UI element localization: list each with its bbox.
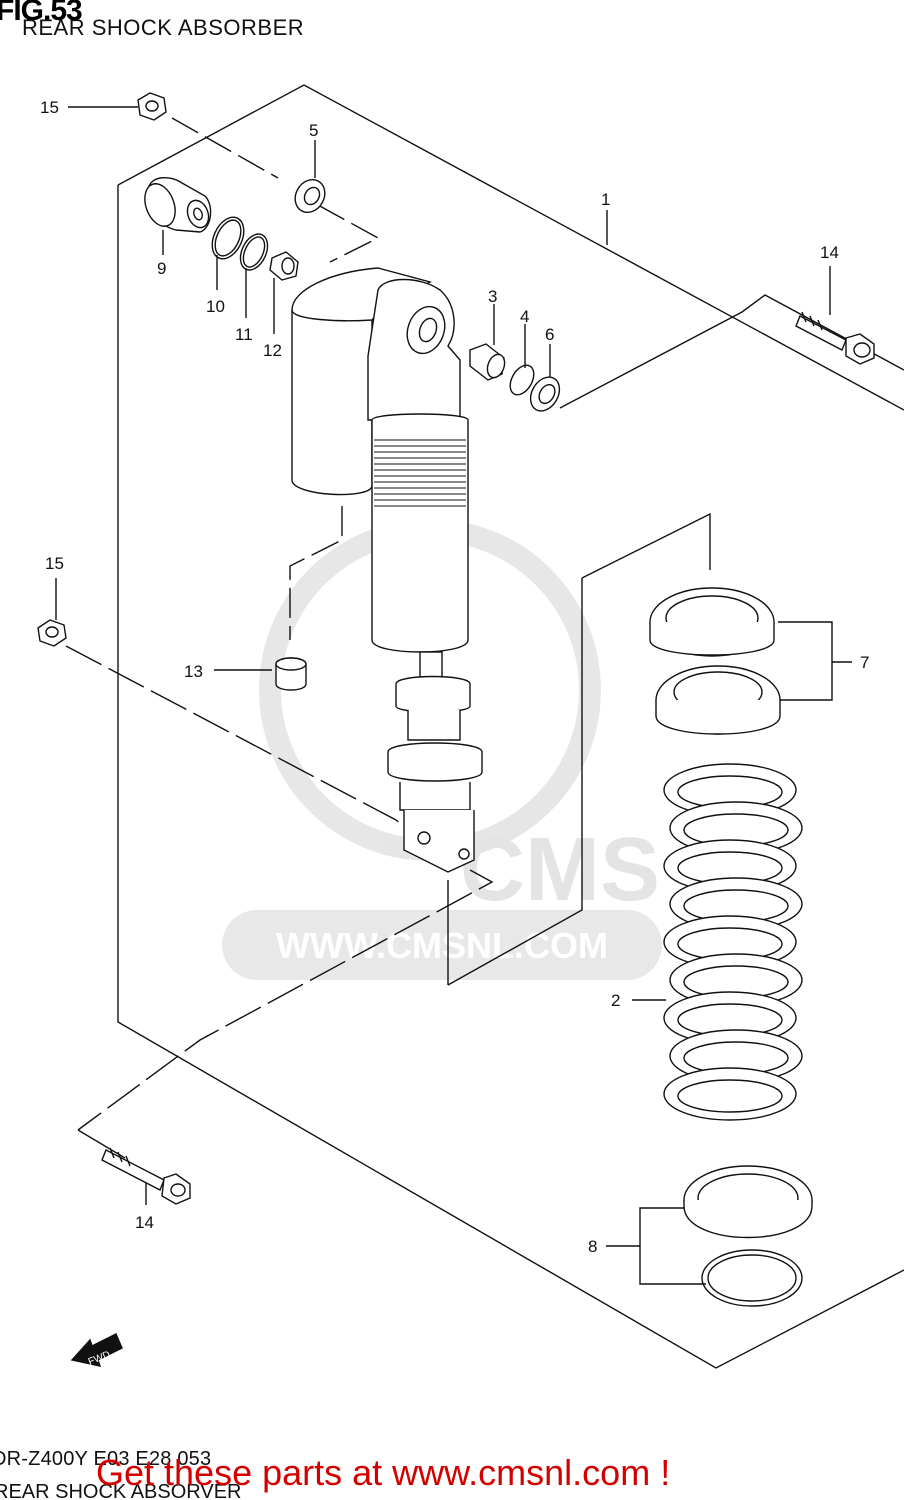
outline-bottom	[117, 185, 904, 1369]
callout-8: 8	[588, 1237, 597, 1256]
bracket-bolt-top	[559, 294, 904, 409]
callout-labels: 1 2 3 4 5 6 7 8 9 10 11 12 13 14 14 15 1…	[40, 98, 869, 1256]
figure-number: FIG.53	[0, 0, 83, 27]
part-15-nut-top	[137, 92, 167, 121]
part-15-nut-lower	[37, 619, 67, 647]
line-14-lower	[77, 1129, 126, 1159]
callout-15-top: 15	[40, 98, 59, 117]
callout-11: 11	[235, 325, 253, 344]
callout-13: 13	[184, 662, 203, 681]
part-5-washer	[294, 178, 326, 214]
part-1-shock-absorber	[291, 267, 483, 873]
part-8-stopper-ring	[701, 1249, 803, 1307]
bracket-spring-top	[581, 512, 711, 579]
model-code: DR-Z400Y E03 E28 053	[0, 1448, 212, 1470]
callout-3: 3	[488, 287, 497, 306]
promo-link[interactable]: Get these parts at www.cmsnl.com !	[96, 1452, 671, 1493]
spring-coil-inner	[677, 1079, 783, 1113]
callout-14-lower: 14	[135, 1213, 154, 1232]
leader-7	[778, 621, 852, 701]
part-11-oring	[239, 233, 269, 271]
part-9-bush	[144, 177, 212, 233]
part-10-oring	[211, 216, 245, 260]
part-4-circlip	[509, 364, 535, 396]
dash-15-lower	[65, 645, 421, 839]
figure-title: REAR SHOCK ABSORBER	[22, 15, 305, 40]
watermark-brand: CMS	[460, 820, 660, 920]
part-2-coil-spring	[663, 763, 803, 1121]
part-7-adjuster-nut-upper	[649, 587, 775, 657]
callout-10: 10	[206, 297, 225, 316]
callout-5: 5	[309, 121, 318, 140]
part-13-collar	[275, 657, 307, 691]
callout-12: 12	[263, 341, 282, 360]
callout-4: 4	[520, 307, 529, 326]
outline-top	[117, 84, 904, 411]
part-14-bolt-top	[795, 311, 875, 365]
callout-14-top: 14	[820, 243, 839, 262]
callout-9: 9	[157, 259, 166, 278]
part-7-adjuster-nut-lower	[655, 665, 781, 735]
spring-coil-outer	[663, 1067, 797, 1121]
part-6-washer	[529, 376, 561, 412]
part-14-bolt-lower	[101, 1147, 191, 1205]
watermark-url: WWW.CMSNL.COM	[276, 925, 608, 966]
dash-14-lower	[77, 869, 494, 1131]
leader-8	[606, 1207, 706, 1285]
part-8-spring-seat	[683, 1165, 813, 1239]
dash-5	[317, 204, 380, 263]
part-3-collar	[469, 343, 506, 381]
fwd-arrow-icon: FWD	[70, 1333, 123, 1368]
callout-2: 2	[611, 991, 620, 1010]
dash-15-top	[171, 117, 279, 179]
part-12-collar	[269, 251, 299, 281]
bracket-spring-side	[447, 578, 583, 986]
callout-7: 7	[860, 653, 869, 672]
callout-1: 1	[601, 190, 610, 209]
callout-15-lower: 15	[45, 554, 64, 573]
dash-13	[289, 506, 343, 640]
callout-6: 6	[545, 325, 554, 344]
model-title: REAR SHOCK ABSORVER	[0, 1481, 242, 1500]
